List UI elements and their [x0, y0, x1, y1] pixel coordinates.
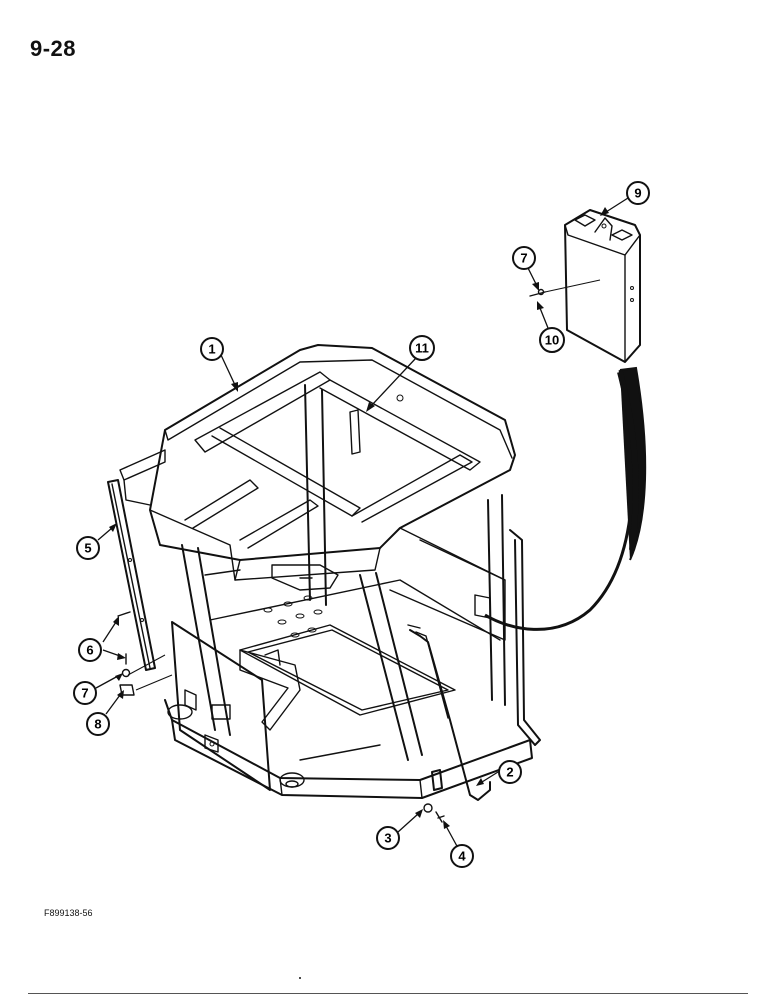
svg-text:9: 9	[634, 186, 641, 201]
callout-4: 4	[450, 844, 474, 868]
svg-text:3: 3	[384, 831, 391, 846]
floor-holes	[263, 595, 323, 638]
callout-9: 9	[626, 181, 650, 205]
figure-code: F899138-56	[44, 908, 93, 918]
callout-2: 2	[498, 760, 522, 784]
footer-rule	[28, 993, 748, 994]
callout-5: 5	[76, 536, 100, 560]
svg-text:11: 11	[415, 341, 429, 356]
svg-text:7: 7	[81, 686, 88, 701]
svg-text:4: 4	[458, 849, 466, 864]
callout-11: 11	[409, 335, 435, 361]
page-number: 9-28	[30, 36, 77, 61]
wiring-harness	[484, 366, 647, 631]
cab-frame	[119, 344, 533, 799]
controller-module	[564, 209, 641, 363]
side-handle	[509, 529, 541, 746]
callout-10: 10	[539, 327, 565, 353]
callout-7-lower: 7	[73, 681, 97, 705]
bottom-dot	[299, 977, 301, 979]
grab-rod	[409, 629, 491, 801]
callout-6: 6	[78, 638, 102, 662]
svg-text:5: 5	[84, 541, 91, 556]
hardware-lower	[423, 803, 445, 823]
callout-7-upper: 7	[512, 246, 536, 270]
callout-8: 8	[86, 712, 110, 736]
svg-text:8: 8	[94, 717, 101, 732]
svg-text:2: 2	[506, 765, 513, 780]
svg-text:10: 10	[545, 333, 559, 348]
svg-text:7: 7	[520, 251, 527, 266]
roof-decal	[349, 394, 404, 455]
leader-lines	[95, 197, 629, 849]
svg-text:1: 1	[208, 342, 215, 357]
callout-1: 1	[200, 337, 224, 361]
callout-3: 3	[376, 826, 400, 850]
svg-text:6: 6	[86, 643, 93, 658]
trim-strip	[107, 479, 156, 671]
hardware-small	[117, 611, 173, 696]
